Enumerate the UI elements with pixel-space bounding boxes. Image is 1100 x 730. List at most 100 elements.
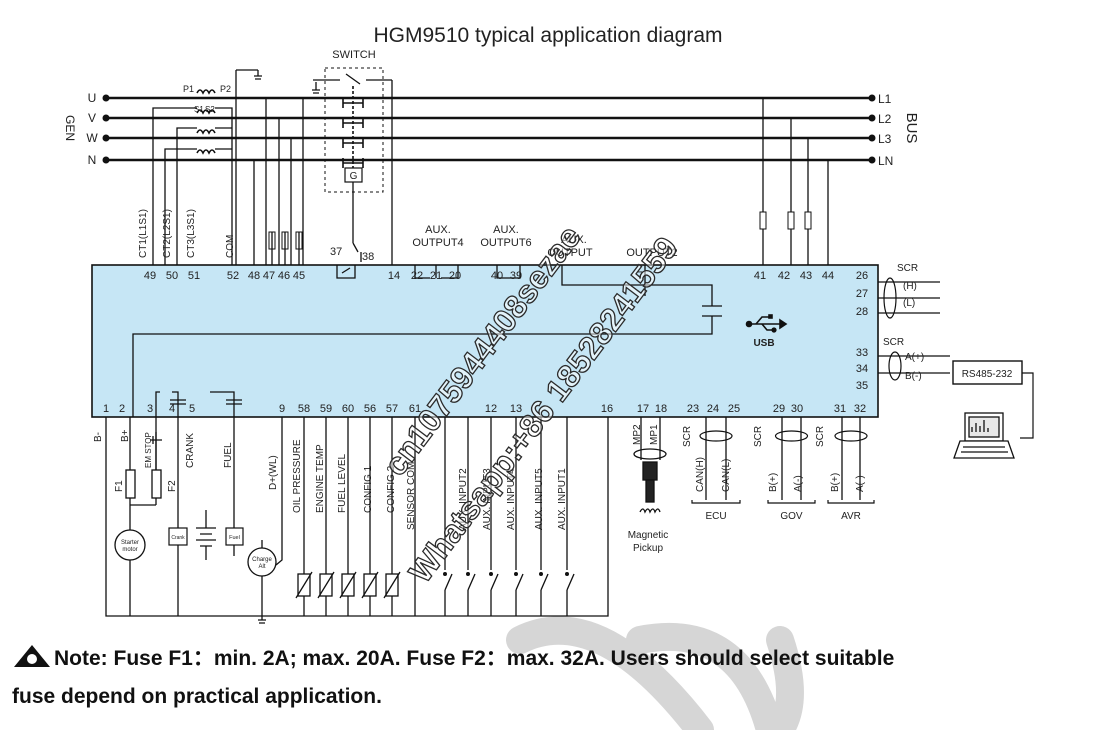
group-scr-0: SCR bbox=[682, 426, 693, 447]
bottom-pin-14: 16 bbox=[601, 403, 613, 415]
pin-37: 37 bbox=[330, 246, 342, 258]
group-bracket-1 bbox=[767, 500, 816, 504]
bottom-pin-10: 57 bbox=[386, 403, 398, 415]
top-pin-8: 14 bbox=[388, 270, 400, 282]
top-pin-13: 39 bbox=[510, 270, 522, 282]
group-label-a-0: CAN(H) bbox=[695, 457, 706, 492]
scr-rs485: SCR bbox=[883, 337, 904, 348]
aux-contact-5 bbox=[566, 573, 575, 591]
note-line2: fuse depend on practical application. bbox=[12, 685, 382, 708]
group-scr-1: SCR bbox=[753, 426, 764, 447]
top-pin-11: 20 bbox=[449, 270, 461, 282]
comm-ports bbox=[878, 277, 1034, 439]
bus-dot-left-1 bbox=[102, 114, 110, 122]
group-bracket-0 bbox=[691, 500, 741, 504]
bus-phase-0: L1 bbox=[878, 92, 892, 106]
usb-icon bbox=[745, 314, 788, 333]
bottom-pin-16: 18 bbox=[655, 403, 667, 415]
bottom-pin-1: 2 bbox=[119, 403, 125, 415]
ct-p1: P1 bbox=[183, 84, 194, 94]
voltage-sensing-fuses bbox=[253, 98, 304, 265]
sensor-arrow-1 bbox=[317, 571, 335, 599]
starter-motor-l1: Starter bbox=[121, 540, 139, 546]
gen-phase-2: W bbox=[86, 131, 98, 145]
top-pin-3: 52 bbox=[227, 270, 239, 282]
top-pin-16: 42 bbox=[778, 270, 790, 282]
top-pin-4: 48 bbox=[248, 270, 260, 282]
aux-dot-1 bbox=[466, 572, 470, 576]
ct-p2: P2 bbox=[220, 84, 231, 94]
aux-contact-1 bbox=[467, 573, 476, 591]
bottom-label-9: CONFIG 1 bbox=[363, 465, 374, 513]
label-com: COM bbox=[225, 235, 236, 258]
bottom-pin-19: 25 bbox=[728, 403, 740, 415]
bottom-label-1: B+ bbox=[120, 429, 131, 442]
top-pin-2: 51 bbox=[188, 270, 200, 282]
top-pin-17: 43 bbox=[800, 270, 812, 282]
group-shield-2 bbox=[834, 430, 868, 442]
aux-output-partial2: OUTPUT bbox=[547, 247, 593, 259]
crank-box-label: Crank bbox=[171, 535, 185, 541]
group-label-a-1: B(+) bbox=[768, 473, 779, 492]
bottom-label-7: ENGINE TEMP bbox=[315, 444, 326, 513]
sensor-arrow-3 bbox=[361, 571, 379, 599]
top-pin-9: 22 bbox=[411, 270, 423, 282]
usb-label: USB bbox=[753, 338, 774, 349]
switch-label: SWITCH bbox=[332, 49, 375, 61]
bottom-pin-13: 13 bbox=[510, 403, 522, 415]
top-pin-5: 47 bbox=[263, 270, 275, 282]
comm-groups: SCRCAN(H)CAN(L)ECUSCRB(+)A(-)GOVSCRB(+)A… bbox=[682, 417, 875, 522]
bottom-pin-7: 59 bbox=[320, 403, 332, 415]
bottom-pin-9: 56 bbox=[364, 403, 376, 415]
top-pin-0: 49 bbox=[144, 270, 156, 282]
right-pin-3: 33 bbox=[856, 347, 868, 359]
bus-dot-right-0 bbox=[868, 94, 876, 102]
group-label-b-1: A(-) bbox=[793, 475, 804, 492]
aux-output6-l2: OUTPUT6 bbox=[480, 237, 531, 249]
group-shield-1 bbox=[774, 430, 809, 442]
group-name-1: GOV bbox=[780, 511, 803, 522]
bottom-pin-5: 9 bbox=[279, 403, 285, 415]
group-label-a-2: B(+) bbox=[830, 473, 841, 492]
bus-dot-left-3 bbox=[102, 156, 110, 164]
bus-dot-right-2 bbox=[868, 134, 876, 142]
aux-output2-fragment: OUTPUT2 bbox=[626, 247, 677, 259]
charge-alt-l1: Charge bbox=[252, 557, 272, 563]
switch-assembly: SWITCH G bbox=[312, 49, 393, 270]
aux-dot-4 bbox=[539, 572, 543, 576]
bottom-label-12: AUX. INPUT2 bbox=[458, 468, 469, 530]
bottom-label-5: D+(WL) bbox=[268, 455, 279, 490]
aux-dot-3 bbox=[514, 572, 518, 576]
starter-motor-l2: motor bbox=[122, 547, 137, 553]
bottom-pin-22: 31 bbox=[834, 403, 846, 415]
aux-dot-0 bbox=[443, 572, 447, 576]
bottom-label-3: CRANK bbox=[185, 433, 196, 468]
bottom-pin-8: 60 bbox=[342, 403, 354, 415]
bottom-pin-2: 3 bbox=[147, 403, 153, 415]
top-pin-15: 41 bbox=[754, 270, 766, 282]
aux-output4-l1: AUX. bbox=[425, 224, 451, 236]
pin-38: 38 bbox=[362, 251, 374, 263]
bus-sensing-fuses bbox=[759, 98, 829, 265]
bottom-label-2: EM STOP bbox=[144, 432, 153, 468]
aux-output6-l1: AUX. bbox=[493, 224, 519, 236]
fuse-symbols bbox=[125, 432, 162, 499]
bottom-pin-3: 4 bbox=[169, 403, 175, 415]
right-pin-0: 26 bbox=[856, 270, 868, 282]
bus-dot-right-3 bbox=[868, 156, 876, 164]
right-pin-4: 34 bbox=[856, 363, 868, 375]
crank-relay bbox=[168, 527, 188, 546]
aux-output-partial: AUX. bbox=[561, 234, 587, 246]
diagram-title: HGM9510 typical application diagram bbox=[373, 24, 722, 47]
top-pin-14: 7 bbox=[637, 270, 643, 282]
bottom-pin-11: 61 bbox=[409, 403, 421, 415]
bottom-pin-21: 30 bbox=[791, 403, 803, 415]
sensor-arrow-4 bbox=[383, 571, 401, 599]
bottom-label-16: AUX. INPUT1 bbox=[557, 468, 568, 530]
gen-phase-3: N bbox=[88, 153, 97, 167]
bottom-label-11: SENSOR COM bbox=[406, 462, 417, 530]
